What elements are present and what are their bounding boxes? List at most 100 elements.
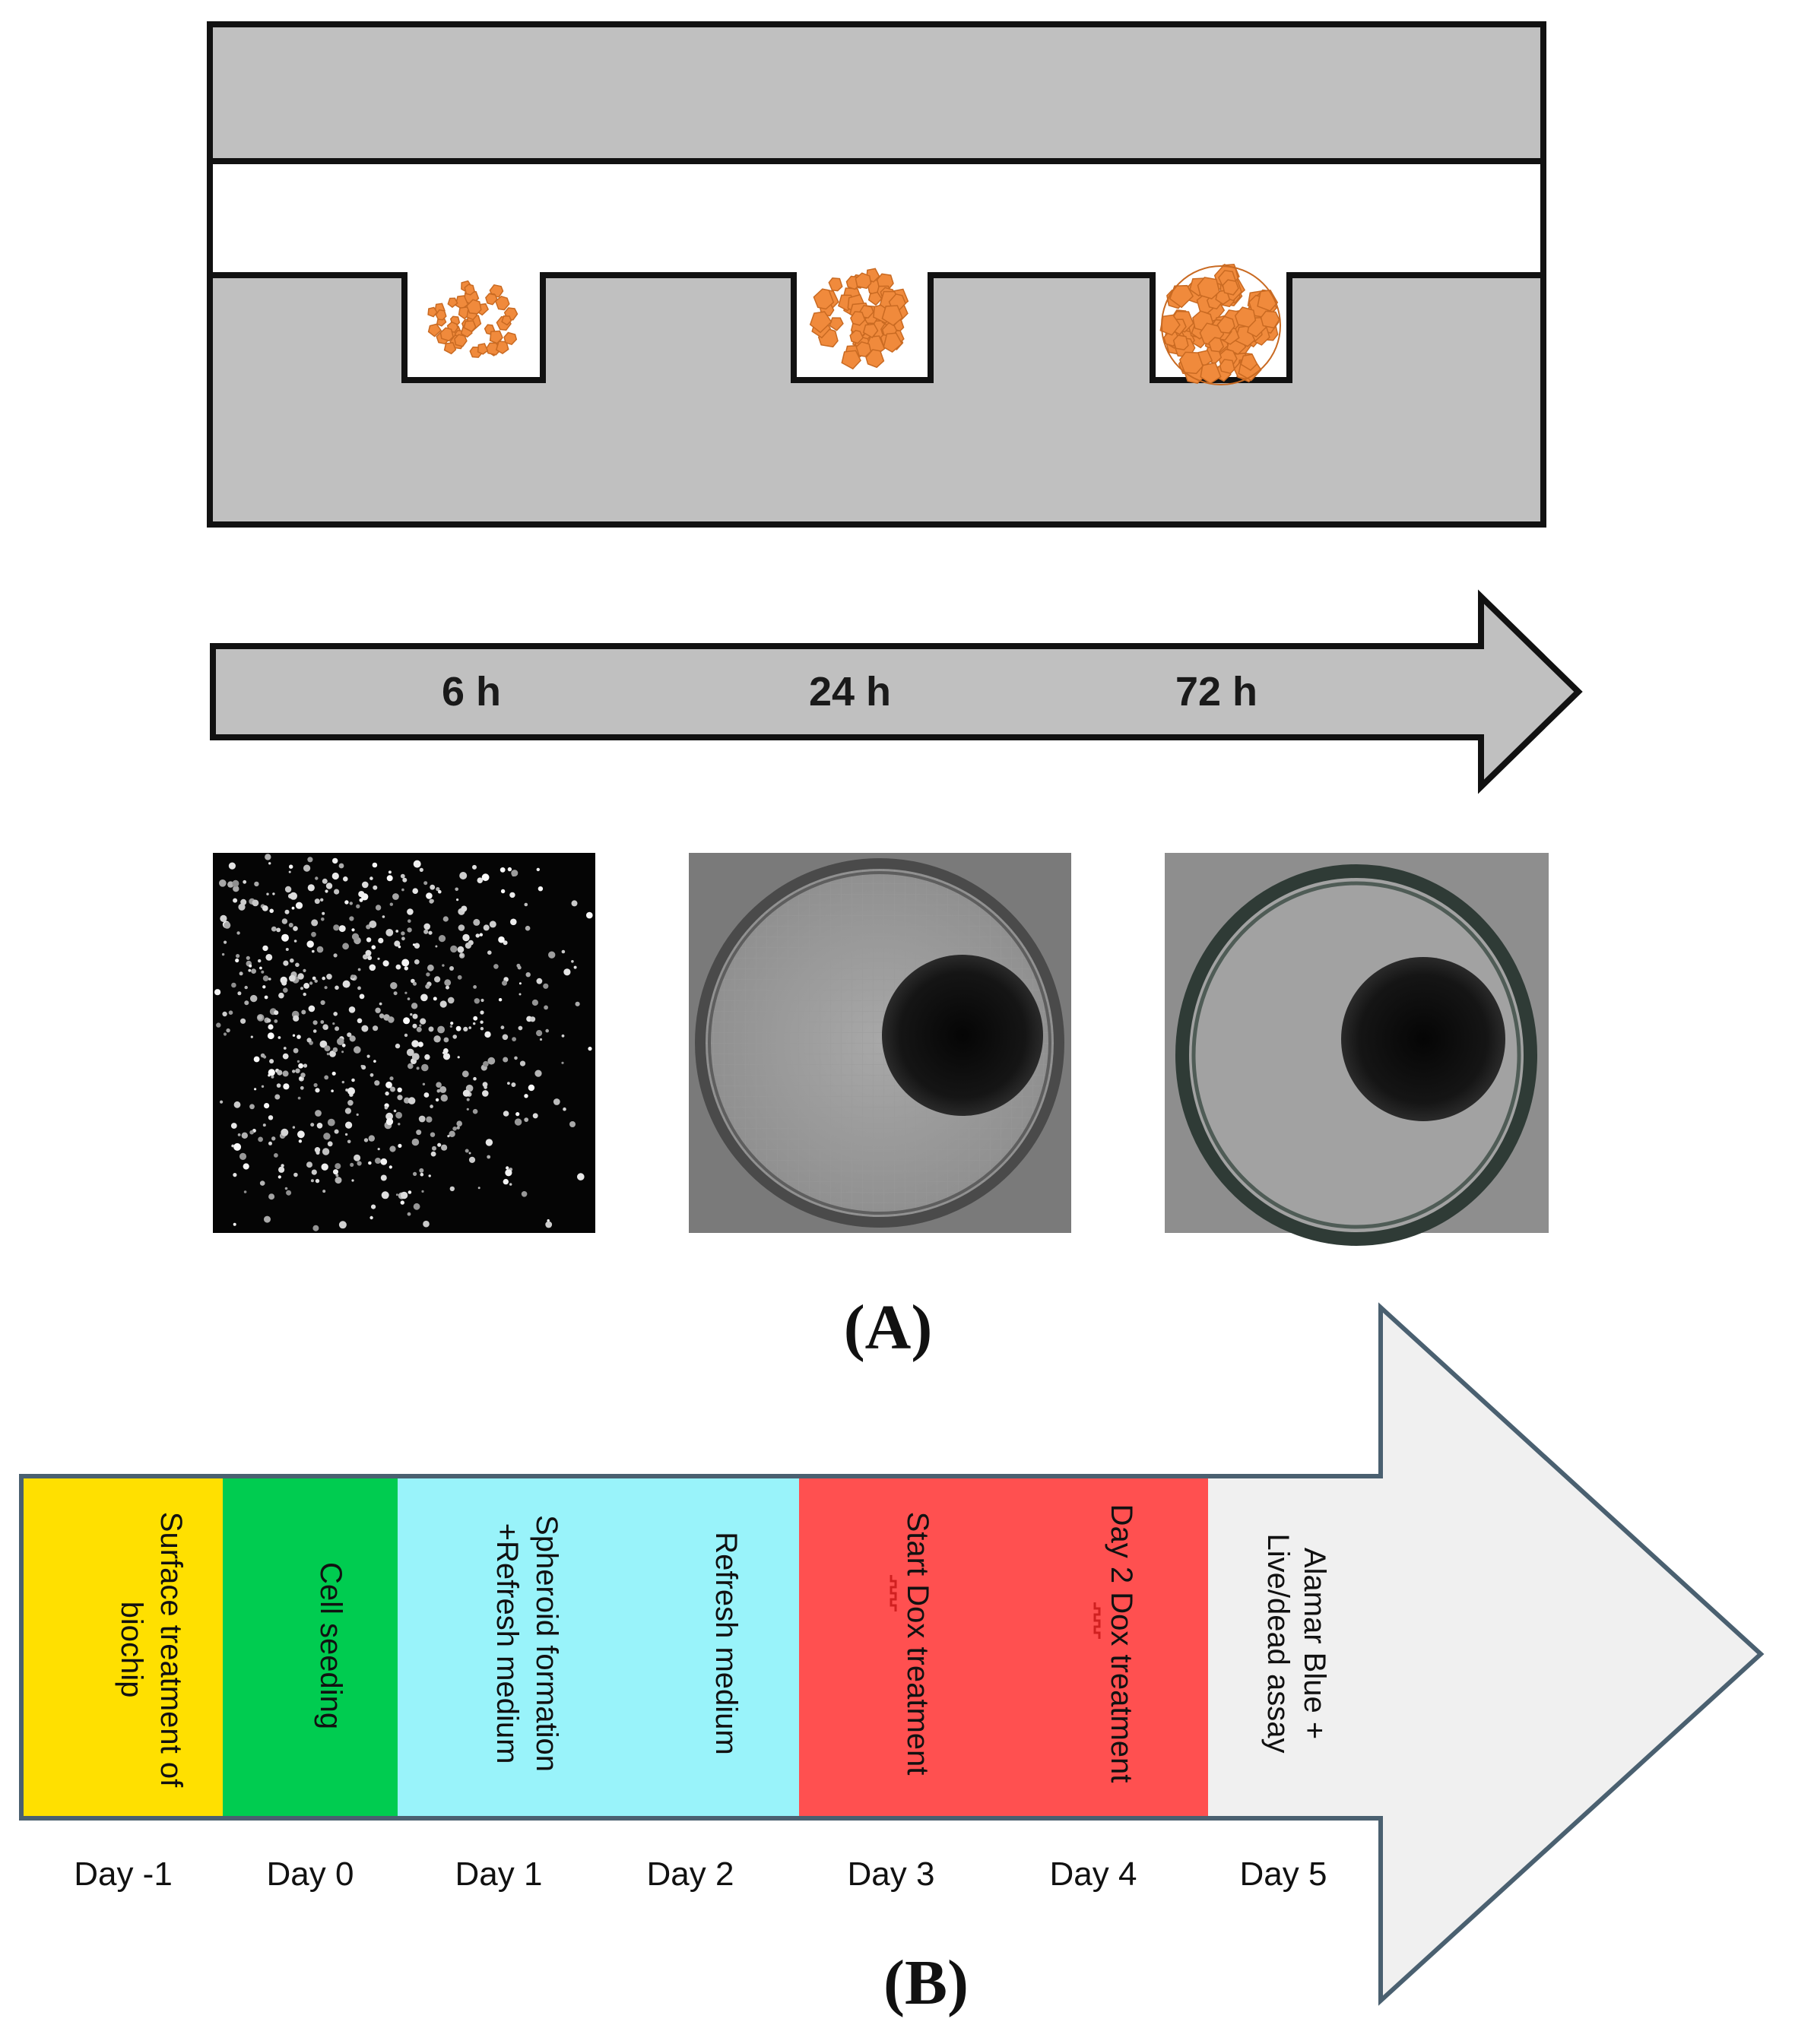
fluorescent-cell — [351, 1179, 354, 1182]
fluorescent-cell — [398, 1123, 401, 1126]
fluorescent-cell — [411, 1040, 419, 1047]
fluorescent-cell — [314, 898, 320, 905]
fluorescent-cell — [333, 924, 340, 931]
fluorescent-cell — [368, 1161, 372, 1165]
fluorescent-cell — [441, 1144, 448, 1151]
fluorescent-cell — [389, 1076, 394, 1081]
fluorescent-cell — [349, 902, 353, 905]
fluorescent-cell — [468, 1156, 476, 1163]
fluorescent-cell — [413, 860, 421, 868]
spheroid-image-24h — [882, 955, 1043, 1116]
fluorescent-cell — [423, 1092, 430, 1098]
fluorescent-cell — [252, 899, 259, 907]
fluorescent-cell — [295, 902, 303, 909]
fluorescent-cell — [293, 940, 297, 943]
fluorescent-cell — [306, 940, 314, 948]
fluorescent-cell — [325, 883, 333, 889]
fluorescent-cell — [366, 1054, 370, 1058]
fluorescent-cell — [333, 1169, 338, 1175]
fluorescent-cell — [436, 1082, 442, 1088]
fluorescent-cell — [315, 1088, 320, 1093]
fluorescent-cell — [268, 1069, 275, 1076]
fluorescent-cell — [422, 1082, 426, 1086]
fluorescent-cell — [503, 1178, 509, 1185]
spheroid-24h — [809, 268, 909, 370]
fluorescent-cell — [455, 1025, 461, 1032]
fluorescent-cell — [368, 1135, 375, 1142]
fluorescent-cell — [401, 888, 404, 892]
fluorescent-cell — [338, 863, 344, 869]
fluorescent-cell — [288, 870, 291, 873]
fluorescent-cell — [408, 919, 411, 923]
fluorescent-cell — [466, 1108, 469, 1111]
fluorescent-cell — [416, 1026, 422, 1032]
cell-shape — [501, 315, 512, 326]
day-label-2: Day 2 — [647, 1855, 734, 1893]
fluorescent-cell — [300, 1073, 306, 1078]
segment-assay — [1208, 1478, 1381, 1816]
fluorescent-cell — [262, 985, 266, 989]
fluorescent-cell — [509, 892, 515, 898]
segment-dox-treatment — [799, 1478, 1208, 1816]
fluorescent-cell — [227, 881, 234, 888]
cell-shape — [1260, 310, 1280, 329]
fluorescent-cell — [335, 985, 339, 990]
fluorescent-cell — [416, 1130, 422, 1136]
fluorescent-cell — [414, 943, 420, 949]
fluorescent-cell — [357, 968, 361, 971]
fluorescent-cell — [367, 955, 373, 961]
fluorescent-cell — [402, 877, 408, 883]
fluorescent-cell — [289, 974, 296, 982]
cell-shape — [1219, 359, 1235, 375]
fluorescent-cell — [407, 1212, 411, 1216]
fluorescent-cell — [239, 1152, 247, 1160]
fluorescent-cell — [502, 1034, 509, 1041]
step-label-live-dead: Live/dead assay — [1261, 1533, 1295, 1753]
fluorescent-cell — [378, 937, 384, 943]
fluorescent-cell — [433, 997, 437, 1001]
fluorescent-cell — [331, 872, 339, 880]
fluorescent-cell — [282, 1053, 289, 1060]
fluorescent-cell — [216, 1022, 221, 1028]
fluorescent-cell — [246, 955, 250, 960]
fluorescent-cell — [404, 966, 408, 971]
cell-shape — [503, 331, 518, 346]
fluorescent-cell — [335, 1177, 342, 1184]
fluorescent-cell — [536, 1030, 543, 1037]
fluorescent-cell — [369, 876, 373, 880]
fluorescent-cell — [251, 968, 256, 974]
fluorescent-cell — [363, 954, 368, 960]
fluorescent-cell — [545, 1028, 549, 1033]
fluorescent-cell — [500, 1025, 505, 1030]
fluorescent-cell — [233, 1101, 241, 1108]
fluorescent-cell — [316, 1123, 323, 1129]
fluorescent-cell — [259, 1180, 265, 1186]
fluorescent-cell — [428, 1174, 431, 1177]
fluorescent-cell — [264, 1103, 270, 1109]
fluorescent-cell — [332, 1022, 335, 1025]
fluorescent-cell — [359, 898, 363, 902]
fluorescent-cell — [457, 946, 465, 953]
fluorescent-cell — [241, 1132, 248, 1139]
fluorescent-cell — [357, 1161, 362, 1166]
fluorescent-cell — [344, 900, 349, 905]
fluorescent-cell — [544, 1005, 548, 1010]
fluorescent-cell — [238, 903, 246, 911]
micrograph-72h — [1165, 853, 1549, 1246]
fluorescent-cell — [347, 1032, 352, 1038]
fluorescent-cell — [507, 867, 512, 872]
fluorescent-cell — [334, 889, 340, 895]
micrograph-6h — [213, 853, 595, 1233]
fluorescent-cell — [221, 952, 225, 956]
fluorescent-cell — [369, 1215, 373, 1220]
fluorescent-cell — [377, 957, 380, 960]
fluorescent-cell — [403, 1017, 411, 1025]
fluorescent-cell — [249, 1130, 254, 1135]
fluorescent-cell — [477, 1187, 480, 1190]
fluorescent-cell — [418, 1115, 426, 1123]
fluorescent-cell — [563, 1107, 566, 1111]
fluorescent-cell — [351, 1078, 355, 1082]
fluorescent-cell — [321, 1163, 328, 1171]
fluorescent-cell — [324, 1075, 329, 1080]
fluorescent-cell — [532, 1113, 538, 1119]
